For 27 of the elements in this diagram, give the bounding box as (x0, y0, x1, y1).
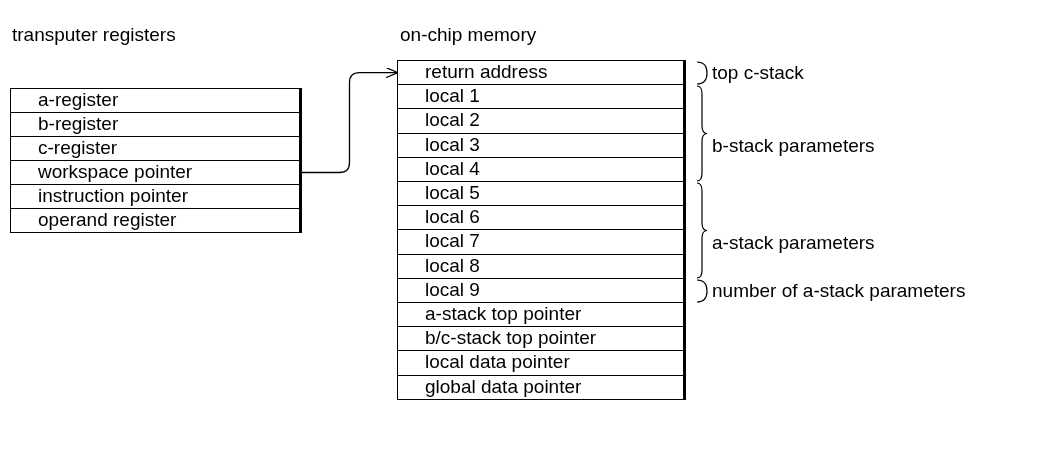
brace-label: a-stack parameters (712, 232, 875, 254)
memory-row: local 3 (397, 132, 686, 158)
register-row: instruction pointer (10, 184, 302, 209)
register-row: b-register (10, 112, 302, 137)
memory-row: return address (397, 60, 686, 86)
memory-row: local 7 (397, 229, 686, 255)
memory-row: local 4 (397, 156, 686, 182)
memory-row: local 6 (397, 205, 686, 231)
brace-label: number of a-stack parameters (712, 280, 966, 302)
memory-row: b/c-stack top pointer (397, 326, 686, 352)
brace-label: top c-stack (712, 62, 804, 84)
column-heading: transputer registers (12, 24, 176, 46)
memory-row: local 1 (397, 84, 686, 110)
register-row: c-register (10, 136, 302, 161)
brace-label: b-stack parameters (712, 135, 875, 157)
register-row: operand register (10, 208, 302, 233)
register-row: a-register (10, 88, 302, 113)
memory-row: local data pointer (397, 350, 686, 376)
register-row: workspace pointer (10, 160, 302, 185)
memory-row: local 9 (397, 277, 686, 303)
arrow (301, 66, 399, 174)
memory-row: local 2 (397, 108, 686, 134)
memory-row: a-stack top pointer (397, 302, 686, 328)
column-heading: on-chip memory (400, 24, 537, 46)
memory-row: local 8 (397, 253, 686, 279)
memory-row: local 5 (397, 181, 686, 207)
memory-row: global data pointer (397, 374, 686, 400)
